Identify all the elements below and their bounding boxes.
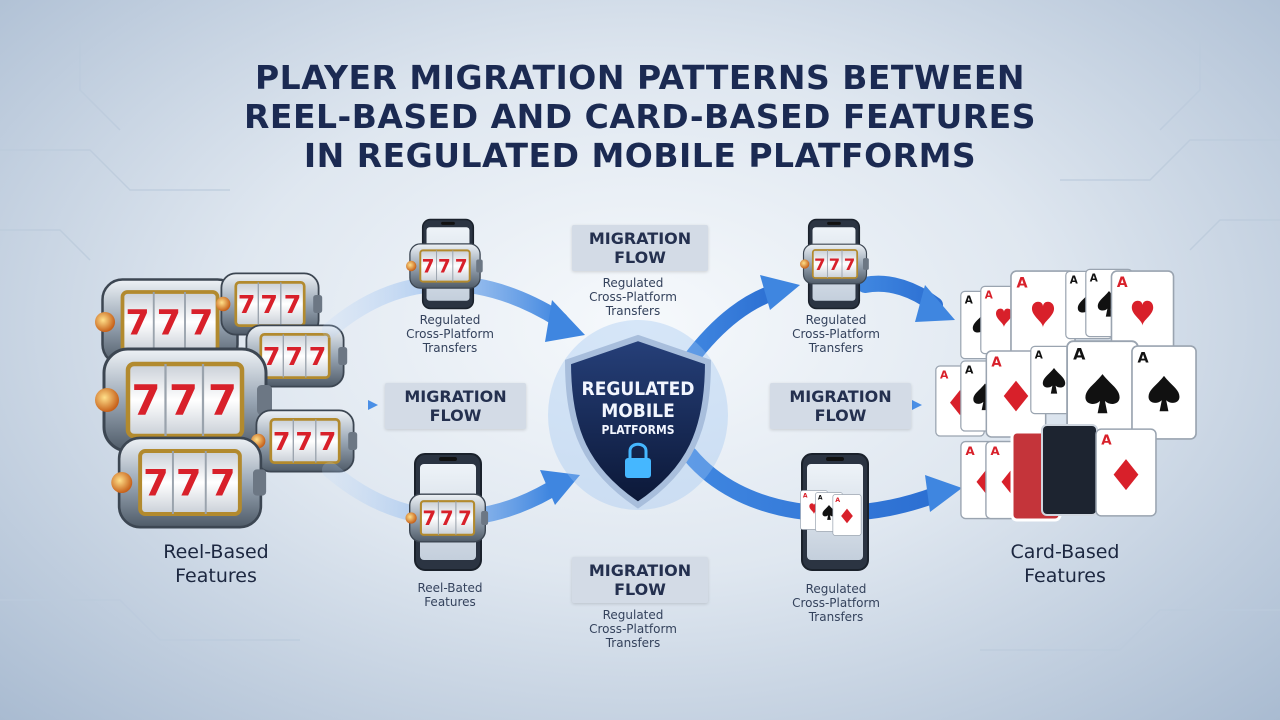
shield-icon — [548, 320, 728, 510]
card-back-dark — [1041, 424, 1098, 516]
phone-upper-right — [800, 218, 870, 310]
note-upper-left: Regulated Cross-Platform Transfers — [406, 313, 494, 355]
note-lower-left: Reel-Bated Features — [417, 581, 483, 609]
arrowhead — [915, 285, 955, 322]
arrowhead — [925, 475, 962, 512]
slot-reel-icon — [95, 349, 272, 451]
circuit-lines — [0, 30, 1280, 651]
phone-lower-left — [405, 453, 490, 571]
note-lower-right: Regulated Cross-Platform Transfers — [792, 582, 880, 624]
note-upper-right: Regulated Cross-Platform Transfers — [792, 313, 880, 355]
flow-tag-mid-right: MIGRATION FLOW — [770, 383, 911, 429]
phone-lower-right — [800, 453, 869, 571]
slot-reel-icon — [800, 243, 870, 285]
flow-tag-bottom: MIGRATION FLOW — [572, 557, 708, 603]
flow-tag-mid-left: MIGRATION FLOW — [385, 383, 526, 429]
page-title: PLAYER MIGRATION PATTERNS BETWEEN REEL-B… — [244, 58, 1036, 175]
playing-card-icon — [1131, 345, 1197, 440]
arrowhead — [760, 275, 800, 310]
note-bottom-center: Regulated Cross-Platform Transfers — [589, 608, 677, 650]
label-card-based: Card-Based Features — [1010, 541, 1120, 587]
small-arrow-left — [368, 400, 378, 410]
playing-card-icon — [832, 494, 862, 536]
small-arrow-right — [912, 400, 922, 410]
arrowhead — [540, 470, 580, 505]
shield-label: REGULATED MOBILE PLATFORMS — [581, 378, 695, 437]
reel-stack — [95, 272, 359, 530]
card-row-bottom — [960, 424, 1157, 522]
slot-reel-icon — [405, 242, 484, 290]
arrow-lower-right — [682, 447, 943, 522]
arrowhead — [545, 300, 585, 342]
slot-reel-icon — [110, 435, 269, 530]
lock-icon — [625, 442, 651, 478]
phone-upper-left — [405, 218, 484, 310]
slot-reel-icon — [405, 493, 490, 543]
card-stack — [935, 268, 1197, 522]
label-reel-based: Reel-Based Features — [163, 541, 269, 587]
playing-card-icon — [1095, 428, 1157, 517]
note-top-center: Regulated Cross-Platform Transfers — [589, 276, 677, 318]
slot-reel-icon — [250, 409, 359, 473]
flow-tag-top: MIGRATION FLOW — [572, 225, 708, 271]
